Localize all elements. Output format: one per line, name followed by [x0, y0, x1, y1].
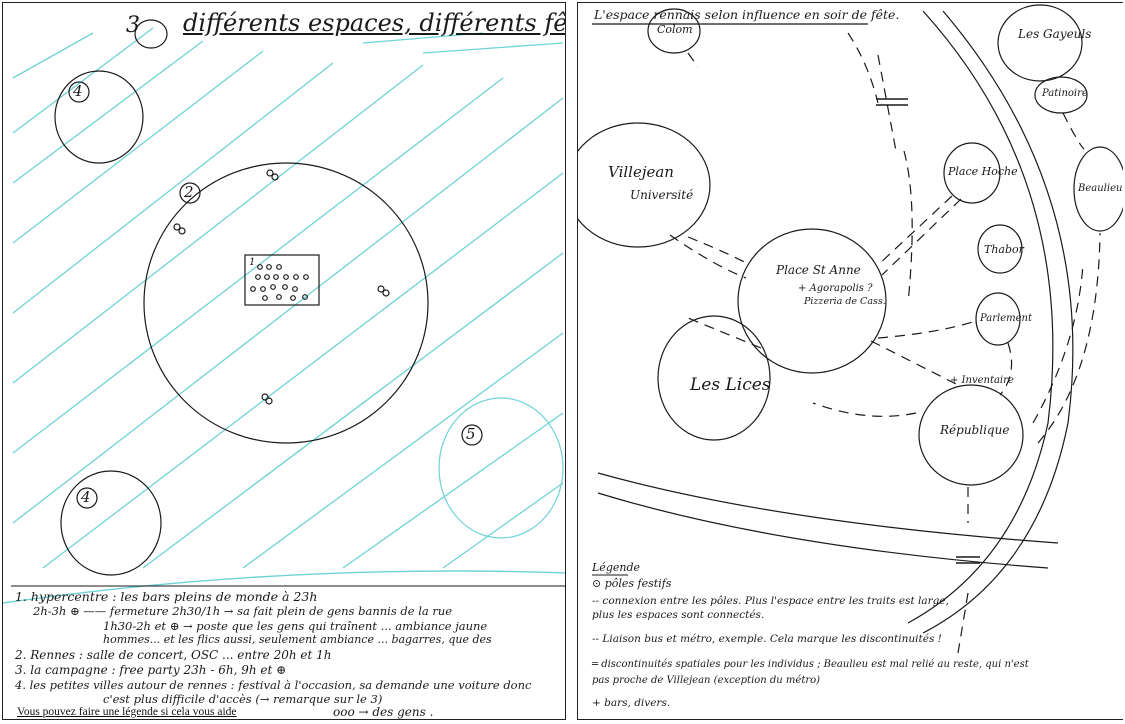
note-line: c'est plus difficile d'accès (→ remarque…: [103, 692, 383, 706]
dashed-connections: [669, 32, 1101, 654]
pole-place-st-anne: [737, 228, 887, 374]
note-line: 2. Rennes : salle de concert, OSC ... en…: [15, 648, 332, 662]
pole-thabor: [977, 224, 1023, 274]
note-line: 1h30-2h et ⊕ → poste que les gens qui tr…: [103, 619, 488, 633]
left-drawing: [3, 19, 565, 604]
place-label-patinoire: Patinoire: [1042, 88, 1088, 99]
right-worksheet: L'espace rennais selon influence en soir…: [577, 2, 1123, 720]
note-line: 3. la campagne : free party 23h - 6h, 9h…: [15, 663, 287, 677]
place-label-st-anne-note-2: Pizzeria de Cass.: [804, 296, 886, 307]
legend-item: + bars, divers.: [592, 697, 671, 709]
legend-item: -- connexion entre les pôles. Plus l'esp…: [592, 595, 949, 607]
place-label-villejean: Villejean: [608, 163, 674, 181]
right-map-drawing: [578, 4, 1123, 654]
left-title: différents espaces, différents fêtes: [183, 9, 566, 37]
footer-hand-legend: ooo → des gens .: [333, 705, 434, 719]
pole-gayeulles: [997, 4, 1083, 82]
cyan-wash-lines: [12, 27, 564, 569]
note-line: 4. les petites villes autour de rennes :…: [15, 678, 532, 692]
legend-item: -- Liaison bus et métro, exemple. Cela m…: [592, 633, 942, 645]
place-label-st-anne-note: + Agorapolis ?: [798, 283, 873, 294]
note-line: 1. hypercentre : les bars pleins de mond…: [15, 589, 318, 604]
zone-circle-4-top: [54, 70, 144, 164]
note-line: 2h-3h ⊕ —— fermeture 2h30/1h → sa fait p…: [33, 604, 453, 618]
place-label-parlement: Parlement: [980, 313, 1032, 324]
legend-item: ⊙ pôles festifs: [592, 577, 672, 590]
zone-label-right: 5: [466, 425, 476, 443]
place-label-gayeulles: Les Gayeuls: [1018, 27, 1092, 41]
pole-villejean: [578, 122, 711, 248]
legend-title: Légende: [592, 561, 641, 574]
zone-label-bottom-left: 4: [81, 488, 91, 506]
legend-item: plus les espaces sont connectés.: [592, 609, 765, 621]
pole-republique: [918, 384, 1024, 486]
place-label-thabor: Thabor: [984, 243, 1024, 256]
place-label-st-anne: Place St Anne: [776, 263, 861, 277]
footer-printed-instruction: Vous pouvez faire une légende si cela vo…: [17, 706, 237, 718]
zone-label-top-left: 4: [73, 82, 83, 100]
bottom-curve-1: [597, 472, 1059, 544]
place-label-republique: République: [940, 423, 1010, 437]
legend-item: pas proche de Villejean (exception du mé…: [592, 675, 821, 686]
pole-parlement: [975, 292, 1021, 346]
place-label-beaulieu: Beaulieu: [1078, 183, 1123, 194]
discontinuity-marks: [876, 98, 980, 564]
zone-label-center: 2: [184, 183, 194, 201]
pole-patinoire: [1034, 76, 1088, 114]
hypercentre-box: [244, 254, 320, 306]
place-label-place-hoche: Place Hoche: [948, 165, 1018, 178]
outer-arc-1: [907, 10, 1054, 624]
zone-circle-5: [438, 397, 564, 539]
title-number: 3: [126, 13, 140, 38]
left-worksheet: 3 différents espaces, différents fêtes 4…: [2, 2, 566, 720]
zone-circle-4-bottom: [60, 470, 162, 576]
pole-beaulieu: [1073, 146, 1123, 232]
pole-colombier: [647, 8, 701, 54]
pole-place-hoche: [943, 142, 1001, 204]
legend-item: ═ discontinuités spatiales pour les indi…: [592, 659, 1029, 670]
scattered-clusters: [173, 169, 390, 405]
people-dots: [250, 264, 309, 301]
pole-les-lices: [657, 315, 771, 441]
right-title: L'espace rennais selon influence en soir…: [594, 7, 900, 22]
place-label-universite: Université: [630, 188, 694, 202]
zone-circle-2: [143, 162, 429, 444]
place-label-republique-mark: + Inventaire: [950, 375, 1014, 386]
note-line: hommes... et les flics aussi, seulement …: [103, 633, 492, 646]
place-label-les-lices: Les Lices: [690, 375, 771, 395]
zone-label-core: 1: [249, 257, 256, 268]
place-label-colombier: Colom: [657, 23, 693, 36]
